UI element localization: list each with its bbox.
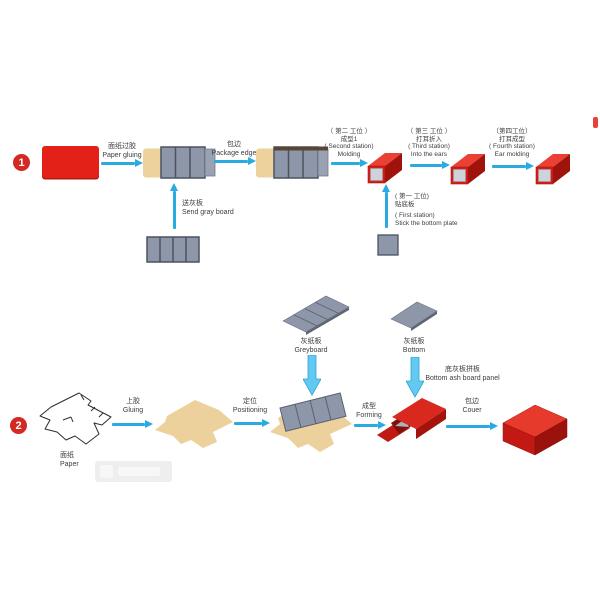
row1-number-badge: 1 <box>13 154 30 171</box>
label-positioning: 定位 Positioning <box>225 398 275 415</box>
molded-box-open <box>367 153 402 184</box>
arrow-positioning <box>234 419 270 426</box>
arrow-molding <box>331 159 368 166</box>
board-assembly-1 <box>143 146 216 179</box>
label-bottom-zh: 灰纸板 <box>403 338 425 345</box>
label-forming-zh: 成型 <box>362 403 376 410</box>
label-cover: 包边 Couer <box>449 398 495 415</box>
paper-diecut-outline <box>39 392 112 445</box>
label-gluing: 上胶 Gluing <box>110 398 156 415</box>
arrow-gluing <box>112 420 153 427</box>
arrow-forming <box>354 421 386 428</box>
arrow-paper-gluing <box>101 159 143 166</box>
down-block-arrow-bottom <box>406 357 424 398</box>
positioned-blank-with-board <box>270 392 352 452</box>
label-fourth-station: （第四工位） 打耳成型 ( Fourth station) Ear moldin… <box>489 128 535 158</box>
bottom-plate-square <box>377 234 399 256</box>
label-positioning-zh: 定位 <box>243 398 257 405</box>
label-bottom-panel: 底灰板拼板 Bottom ash board panel <box>405 366 520 383</box>
label-paper-gluing: 面纸过胶 Paper gluing <box>95 143 149 160</box>
label-package-edge-en: Package edge <box>211 149 257 157</box>
label-second-station: （ 第二 工位 ） 成型1 ( Second station) Molding <box>324 128 374 158</box>
forming-box <box>377 398 446 442</box>
label-send-gray-board: 送灰板 Send gray board <box>182 200 234 217</box>
arrow-ear-molding <box>492 162 534 169</box>
label-greyboard-zh: 灰纸板 <box>300 338 322 345</box>
finished-box <box>502 404 568 456</box>
arrow-send-gray-board <box>170 183 177 229</box>
arrow-cover <box>446 422 498 429</box>
label-third-station: （ 第三 工位 ） 打耳折入 ( Third station) Into the… <box>406 128 452 158</box>
label-paper-en: Paper <box>60 460 79 468</box>
label-paper-zh: 面纸 <box>60 452 74 459</box>
label-gluing-en: Gluing <box>122 406 144 414</box>
board-assembly-2 <box>256 146 329 179</box>
label-greyboard: 灰纸板 Greyboard <box>282 338 340 355</box>
label-bottom-panel-en: Bottom ash board panel <box>425 374 500 382</box>
greyboard-panel <box>282 295 350 335</box>
label-greyboard-en: Greyboard <box>294 346 328 354</box>
label-paper: 面纸 Paper <box>60 452 79 469</box>
label-cover-zh: 包边 <box>465 398 479 405</box>
down-block-arrow-greyboard <box>303 355 321 396</box>
eared-box <box>450 154 485 185</box>
label-forming-en: Forming <box>356 411 382 419</box>
label-send-gray-board-zh: 送灰板 <box>182 200 203 207</box>
label-cover-en: Couer <box>462 406 482 414</box>
ear-molded-box <box>535 154 570 185</box>
cropped-red-fragment <box>593 117 598 128</box>
glued-paper-blank <box>155 400 233 448</box>
label-package-edge-zh: 包边 <box>227 141 241 148</box>
watermark <box>95 461 172 482</box>
bottom-board-panel <box>390 301 438 331</box>
watermark-text-blur <box>118 467 160 476</box>
red-paper-sheet <box>42 146 99 178</box>
arrow-first-station <box>382 184 389 228</box>
label-package-edge: 包边 Package edge <box>207 141 261 158</box>
row2-number-badge: 2 <box>10 417 27 434</box>
label-forming: 成型 Forming <box>346 403 392 420</box>
arrow-into-ears <box>410 161 450 168</box>
label-paper-gluing-en: Paper gluing <box>102 151 142 159</box>
label-bottom-panel-zh: 底灰板拼板 <box>445 366 480 373</box>
label-paper-gluing-zh: 面纸过胶 <box>108 143 136 150</box>
label-send-gray-board-en: Send gray board <box>182 208 234 216</box>
label-bottom: 灰纸板 Bottom <box>391 338 437 355</box>
arrow-package-edge <box>214 157 256 164</box>
label-positioning-en: Positioning <box>232 406 268 414</box>
label-first-station: ( 第一 工位) 贴底板 ( First station) Stick the … <box>395 193 458 227</box>
watermark-icon <box>100 465 113 478</box>
label-bottom-en: Bottom <box>402 346 426 354</box>
gray-board-stack <box>146 236 200 263</box>
label-gluing-zh: 上胶 <box>126 398 140 405</box>
